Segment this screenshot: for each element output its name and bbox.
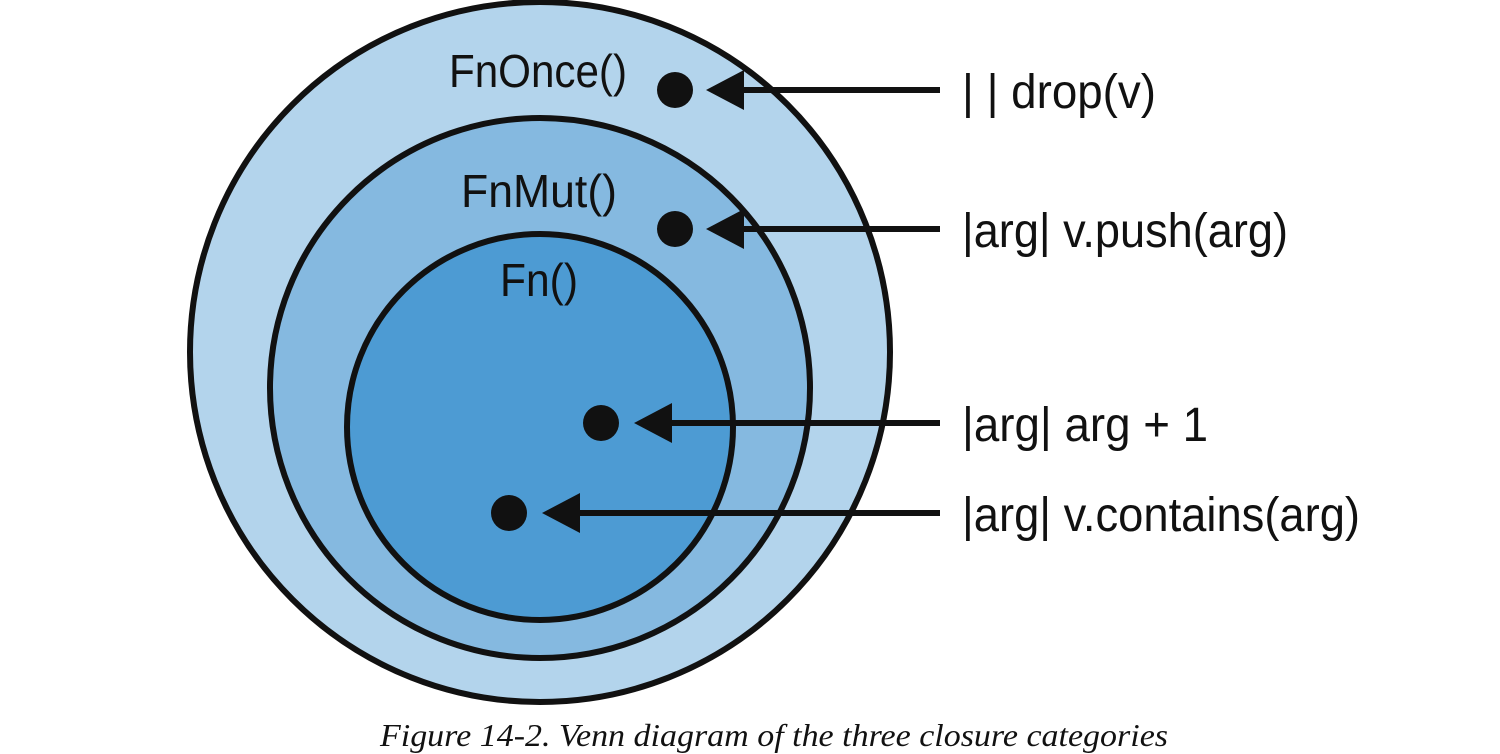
figure-caption: Figure 14-2. Venn diagram of the three c… [379,717,1168,753]
set-label-fn: Fn() [500,254,578,306]
closure-label-drop: | | drop(v) [962,66,1156,119]
set-label-fnonce: FnOnce() [449,45,627,97]
closure-label-add: |arg| arg + 1 [962,399,1208,452]
closure-dot-push [657,211,693,247]
closure-arrow-drop [706,70,940,110]
closure-arrow-push [706,209,940,249]
set-circle-fn [344,231,736,623]
closure-arrow-add [634,403,940,443]
closure-dot-drop [657,72,693,108]
closure-arrow-contains [542,493,940,533]
closure-label-push: |arg| v.push(arg) [962,205,1288,258]
closure-dot-contains [491,495,527,531]
set-label-fnmut: FnMut() [461,165,617,217]
closure-label-contains: |arg| v.contains(arg) [962,489,1360,542]
closure-dot-add [583,405,619,441]
